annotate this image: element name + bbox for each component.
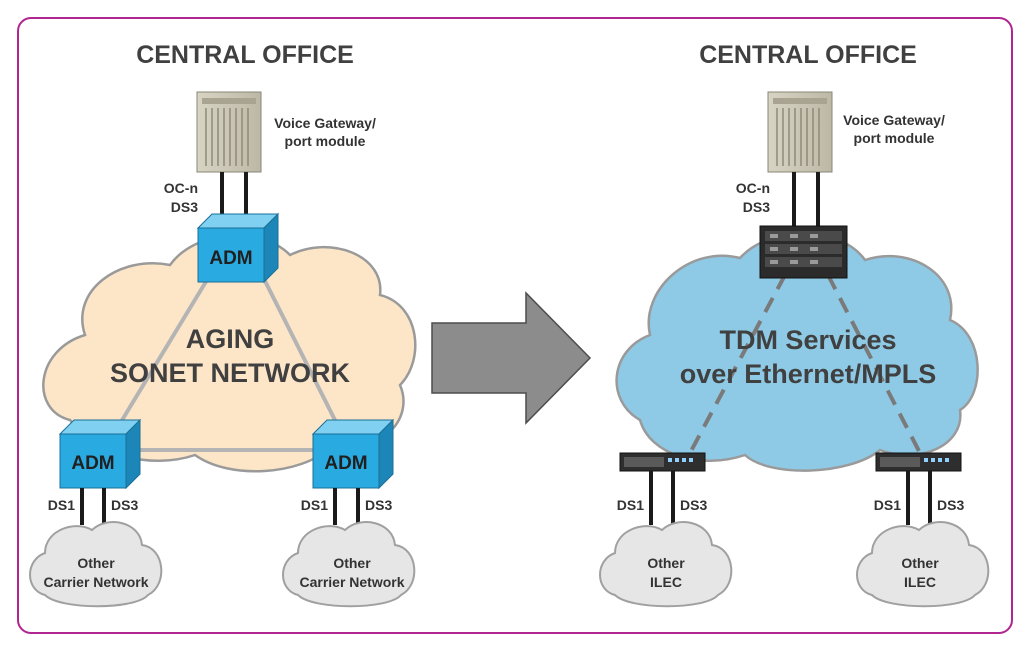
- diagram-frame: [17, 17, 1013, 634]
- left-ilec-cloud: [599, 521, 733, 608]
- left-voice-gateway-icon: [196, 91, 262, 173]
- adm-right-icon: [311, 418, 395, 490]
- right-adm-ds3-label: DS3: [365, 497, 392, 513]
- right-ilec-cloud: [856, 521, 990, 608]
- mpls-switch-chassis-icon: [759, 225, 848, 279]
- right-link-oc-label: OC-n: [736, 180, 770, 196]
- mpls-network-line1: TDM Services: [719, 325, 896, 355]
- mpls-cloud: [615, 232, 979, 472]
- left-gateway-label-1: Voice Gateway/: [274, 115, 376, 131]
- left-adm-ds1-label: DS1: [48, 497, 75, 513]
- adm-top-icon: [196, 212, 280, 284]
- right-left-edge-ds1-label: DS1: [617, 497, 644, 513]
- right-central-office-title: CENTRAL OFFICE: [699, 41, 917, 69]
- right-gateway-label-2: port module: [854, 130, 935, 146]
- sonet-ring-links: [108, 273, 347, 452]
- migration-arrow: [431, 291, 592, 425]
- left-carrier-cloud: [29, 521, 163, 608]
- right-carrier-cloud-line2: Carrier Network: [299, 574, 404, 590]
- sonet-network-line2: SONET NETWORK: [110, 358, 350, 388]
- right-left-edge-ds3-label: DS3: [680, 497, 707, 513]
- left-adm-ds3-label: DS3: [111, 497, 138, 513]
- left-edge-device-icon: [619, 452, 706, 472]
- right-voice-gateway-icon: [767, 91, 833, 173]
- adm-left-icon: [58, 418, 142, 490]
- left-carrier-cloud-line1: Other: [77, 555, 115, 571]
- right-gateway-label-1: Voice Gateway/: [843, 112, 945, 128]
- left-gateway-label-2: port module: [285, 133, 366, 149]
- right-edge-ds-links: [649, 471, 932, 525]
- right-right-edge-ds3-label: DS3: [937, 497, 964, 513]
- left-adm-ds-links: [80, 488, 360, 525]
- adm-left-label: ADM: [71, 453, 114, 474]
- right-right-edge-ds1-label: DS1: [874, 497, 901, 513]
- adm-right-label: ADM: [324, 453, 367, 474]
- right-carrier-cloud: [282, 521, 416, 608]
- right-edge-device-icon: [875, 452, 962, 472]
- adm-top-label: ADM: [209, 248, 252, 269]
- right-ilec-cloud-line1: Other: [901, 555, 939, 571]
- right-link-ds3-label: DS3: [743, 199, 770, 215]
- right-carrier-cloud-line1: Other: [333, 555, 371, 571]
- left-link-oc-label: OC-n: [164, 180, 198, 196]
- right-ilec-cloud-line2: ILEC: [904, 574, 936, 590]
- left-carrier-cloud-line2: Carrier Network: [43, 574, 148, 590]
- left-ilec-cloud-line1: Other: [647, 555, 685, 571]
- left-central-office-title: CENTRAL OFFICE: [136, 41, 354, 69]
- left-ilec-cloud-line2: ILEC: [650, 574, 682, 590]
- right-gateway-links: [792, 172, 820, 228]
- sonet-network-line1: AGING: [186, 324, 275, 354]
- left-link-ds3-label: DS3: [171, 199, 198, 215]
- mpls-pseudowire-links: [688, 274, 922, 454]
- sonet-cloud: [42, 234, 417, 473]
- mpls-network-line2: over Ethernet/MPLS: [680, 359, 937, 389]
- right-adm-ds1-label: DS1: [301, 497, 328, 513]
